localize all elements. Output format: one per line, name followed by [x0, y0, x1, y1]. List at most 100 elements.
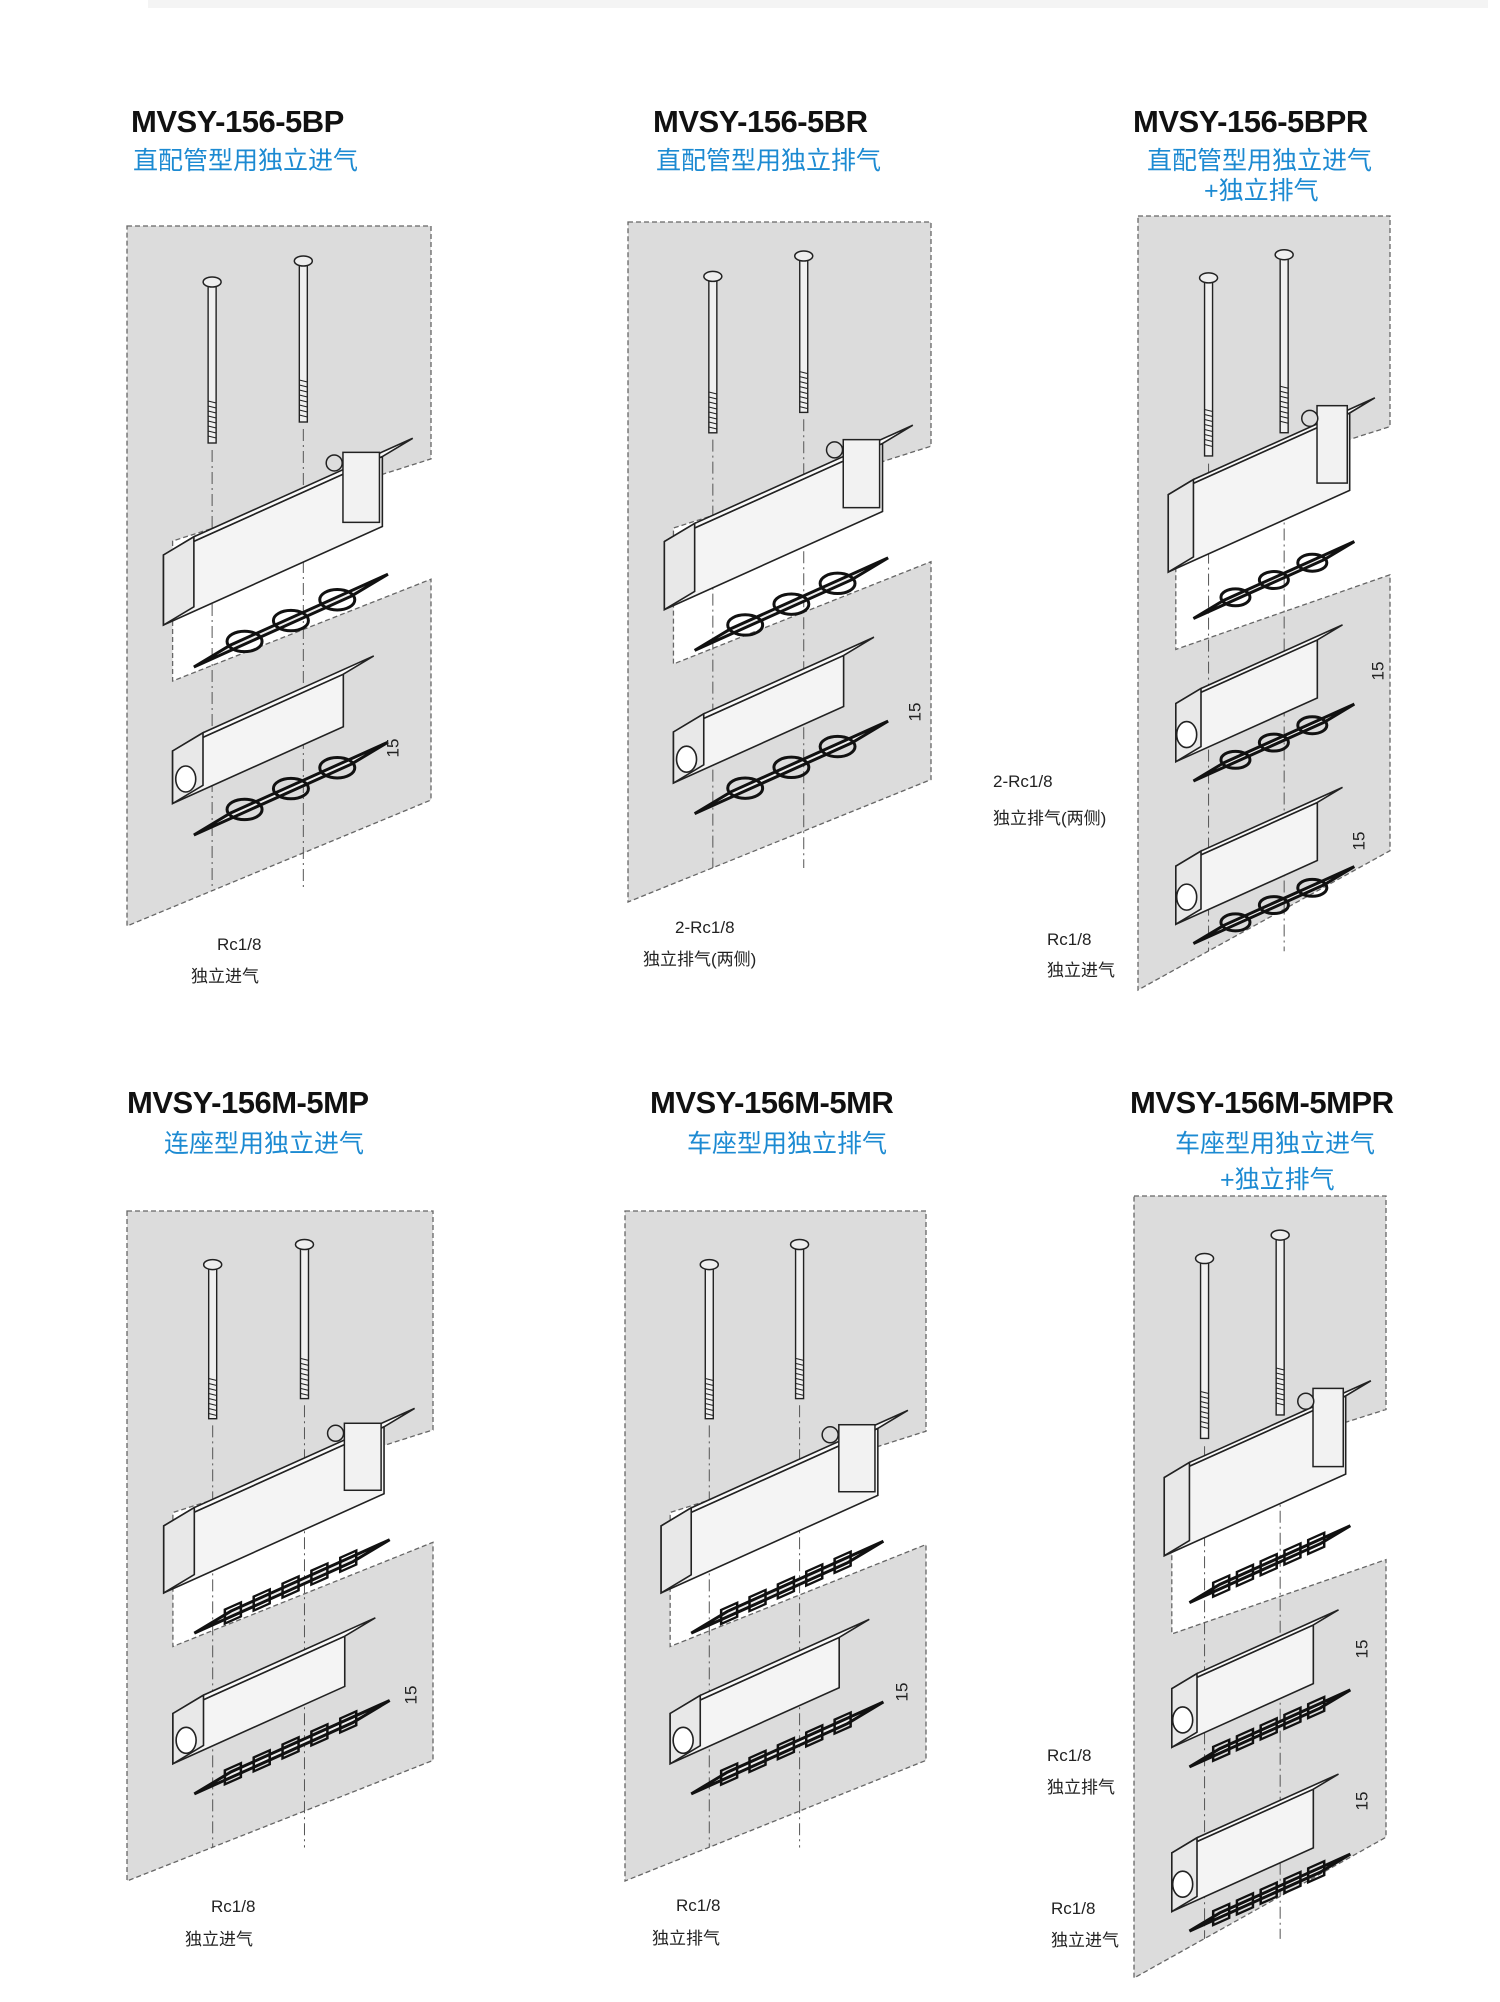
screw-thread [207, 435, 217, 439]
screw-thread [708, 426, 717, 430]
screw-thread [1280, 410, 1289, 414]
gasket-slot [1306, 1695, 1326, 1720]
panel-5-subtitle: 车座型用独立排气 [687, 1130, 888, 1158]
panel-6-title: MVSY-156M-5MPR [1130, 1085, 1394, 1120]
screw-head [1194, 1252, 1215, 1265]
valve-drawing [624, 1210, 927, 1882]
gasket [1192, 702, 1356, 783]
manual-override [325, 454, 343, 472]
panel-5-dimension: 15 [892, 1682, 912, 1702]
gasket-slot [748, 1588, 767, 1613]
panel-2-exploded-drawing [627, 221, 932, 903]
screw-head [793, 250, 814, 262]
screw-thread [1276, 1372, 1285, 1376]
gasket-slot [805, 1562, 824, 1588]
screw-thread [1276, 1397, 1285, 1401]
screw-thread [208, 1383, 217, 1386]
screw-thread [207, 405, 217, 409]
screw-thread [208, 1378, 217, 1381]
screw-thread [1200, 1401, 1209, 1404]
screw-thread [1204, 414, 1213, 417]
screw-thread [799, 391, 808, 395]
screw-thread [207, 410, 217, 414]
gasket-port-ring [1257, 732, 1290, 753]
mounting-screw [1279, 254, 1289, 434]
mounting-screw [298, 260, 309, 423]
screw-thread [300, 1382, 309, 1386]
panel-1-port-desc: 独立进气 [191, 967, 259, 986]
gasket-port-ring [271, 608, 310, 633]
screw-thread [1204, 434, 1213, 437]
screw-thread [708, 416, 717, 420]
screw-thread [1276, 1402, 1285, 1406]
gasket [1192, 540, 1356, 620]
mounting-screw [708, 275, 718, 434]
valve-body-end [1163, 1460, 1191, 1558]
screw-thread [705, 1408, 714, 1411]
gasket [193, 572, 389, 669]
screw-thread [799, 396, 808, 400]
solenoid-coil [838, 1423, 876, 1493]
screw-thread [208, 1393, 217, 1396]
panel-6-port-label-2: Rc1/8 [1051, 1899, 1096, 1918]
screw-thread [795, 1377, 804, 1381]
screw-head [294, 1238, 315, 1251]
panel-3-subtitle: 直配管型用独立进气 [1147, 147, 1373, 175]
panel-3-title: MVSY-156-5BPR [1133, 104, 1368, 139]
gasket-slot [281, 1574, 300, 1600]
panel-3-subtitle-2: +独立排气 [1204, 177, 1319, 205]
screw-thread [799, 376, 808, 380]
panel-6-port-desc-1: 独立排气 [1047, 1778, 1115, 1797]
panel-2-subtitle: 直配管型用独立排气 [656, 147, 882, 175]
gasket-bottom-port-ring [318, 756, 357, 780]
screw-thread [708, 421, 717, 425]
gasket-bottom [693, 719, 889, 815]
gasket-slot [1235, 1727, 1255, 1752]
screw-thread [1276, 1377, 1285, 1381]
gasket [693, 556, 889, 652]
screw-head [202, 276, 222, 288]
gasket-bottom-slot [1283, 1870, 1302, 1895]
gasket-bottom-port-ring [225, 797, 264, 822]
screw-thread [1204, 424, 1213, 427]
gasket-port-ring [1296, 715, 1329, 736]
screw-thread [1204, 429, 1213, 432]
top-divider [148, 0, 1488, 8]
gasket-bottom-slot [833, 1710, 852, 1736]
panel-4-subtitle: 连座型用独立进气 [164, 1130, 365, 1158]
screw-thread [207, 415, 217, 419]
screw-head [293, 255, 314, 267]
gasket-bottom-port-ring [726, 776, 765, 800]
gasket-bottom-slot [281, 1735, 300, 1761]
gasket-bottom-slot [1235, 1891, 1255, 1917]
panel-2-dimension: 15 [905, 702, 925, 722]
screw-thread [207, 420, 217, 424]
panel-3-dimension-1: 15 [1368, 661, 1388, 681]
screw-thread [1204, 439, 1213, 442]
panel-2-port-desc: 独立排气(两侧) [643, 950, 757, 969]
gasket-bottom-port-ring [1219, 912, 1252, 933]
screw-thread [795, 1367, 804, 1371]
panel-4-dimension: 15 [401, 1685, 421, 1705]
gasket-bottom-slot [338, 1709, 358, 1735]
gasket-bottom-port-ring [772, 755, 811, 780]
screw-thread [705, 1383, 714, 1386]
solenoid-coil [343, 1422, 382, 1492]
valve-body-end [660, 1506, 693, 1595]
manual-override [825, 441, 844, 459]
gasket-slot [776, 1575, 796, 1601]
gasket-slot [833, 1549, 852, 1575]
panel-1-subtitle: 直配管型用独立进气 [133, 147, 359, 175]
screw-thread [799, 401, 808, 405]
panel-3-port-label-1: 2-Rc1/8 [993, 772, 1053, 791]
screw-thread [299, 404, 308, 408]
screw-thread [300, 1367, 309, 1371]
screw-thread [1200, 1421, 1209, 1424]
gasket-bottom-slot [748, 1748, 767, 1774]
port-opening [175, 1726, 197, 1755]
screw-thread [299, 389, 308, 393]
panel-3-port-desc-1: 独立排气(两侧) [993, 809, 1107, 828]
gasket-slot [310, 1561, 329, 1587]
panel-6-port-label-1: Rc1/8 [1047, 1746, 1092, 1765]
screw-thread [299, 399, 308, 403]
